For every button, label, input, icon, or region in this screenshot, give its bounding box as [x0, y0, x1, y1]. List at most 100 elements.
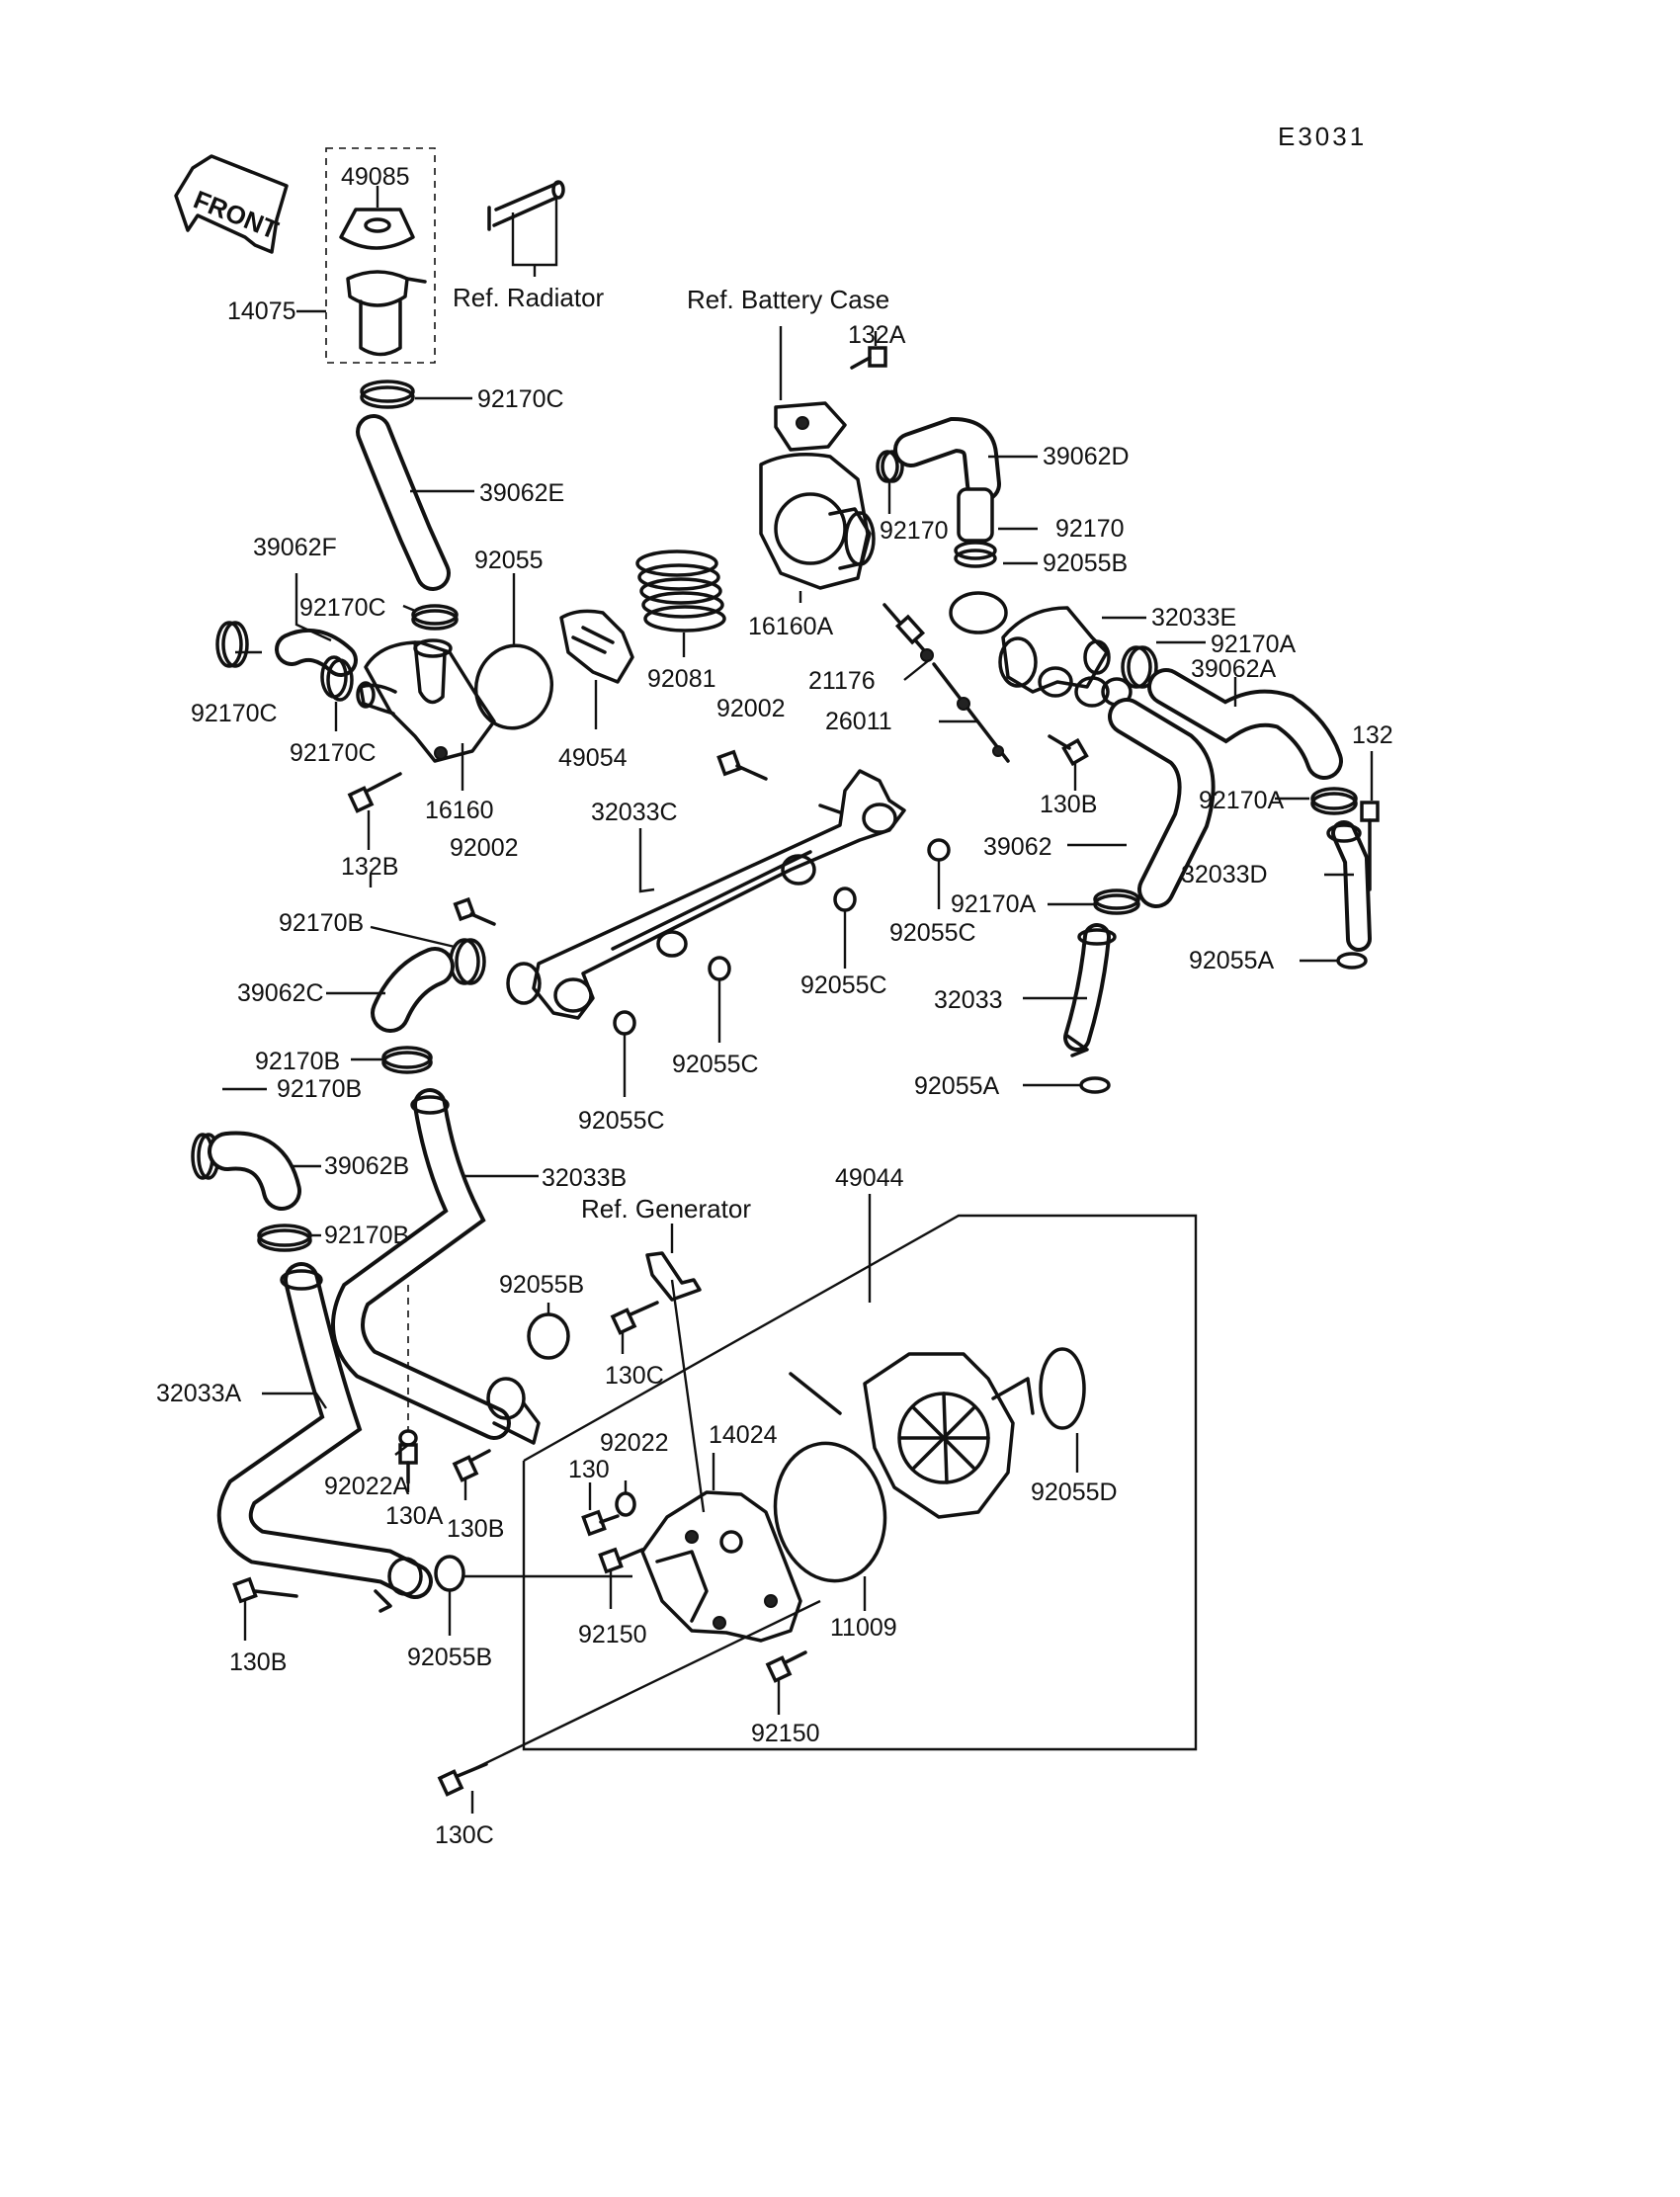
bolt-92002-mid	[453, 896, 496, 926]
hose-39062	[1108, 698, 1216, 908]
label-92170a-top: 92170A	[1211, 631, 1297, 658]
pump-body-14024	[640, 1490, 802, 1643]
label-32033c: 32033C	[591, 799, 678, 826]
bolt-132a	[850, 346, 887, 370]
label-92002-mid: 92002	[450, 834, 519, 862]
thermostat-housing-16160	[356, 638, 496, 763]
label-92055: 92055	[474, 547, 544, 574]
label-ref-battery-case: Ref. Battery Case	[687, 285, 889, 314]
cap-group	[325, 147, 436, 364]
clamp-92170a-top	[1121, 645, 1158, 689]
radiator-ref-pipe	[487, 180, 565, 277]
hose-39062c	[371, 947, 455, 1033]
bolt-130b-mid	[452, 1449, 491, 1482]
label-ref-generator: Ref. Generator	[581, 1194, 751, 1224]
label-132: 132	[1352, 721, 1393, 749]
pipe-32033b	[331, 1088, 541, 1445]
label-130a: 130A	[385, 1502, 444, 1530]
label-92170b-top: 92170B	[279, 909, 364, 937]
label-92170a-right: 92170A	[1199, 787, 1285, 814]
pipe-32033a	[216, 1262, 433, 1613]
hose-39062e	[356, 414, 451, 591]
label-92055b-top: 92055B	[1043, 549, 1128, 577]
label-92081: 92081	[647, 665, 716, 693]
label-32033a: 32033A	[156, 1380, 242, 1407]
bolt-130b-top	[1048, 734, 1089, 767]
bolt-130c-top	[610, 1301, 659, 1335]
label-92170c-top: 92170C	[477, 385, 564, 413]
bolt-132b	[347, 772, 402, 813]
fitting-32033e	[998, 606, 1111, 694]
label-39062d: 39062D	[1043, 443, 1130, 470]
label-92022a: 92022A	[324, 1473, 410, 1500]
label-39062a: 39062A	[1191, 655, 1277, 683]
wire-26011	[932, 662, 1010, 763]
pipe-32033	[1063, 923, 1117, 1057]
clamp-92170c-top	[360, 380, 415, 409]
label-92055c-4: 92055C	[578, 1107, 665, 1135]
hose-39062b	[208, 1131, 301, 1211]
clamp-92170a-right	[1310, 787, 1358, 815]
clamps-under-32033e	[1038, 666, 1133, 708]
label-32033b: 32033B	[542, 1164, 627, 1192]
label-92055a-low: 92055A	[914, 1072, 1000, 1100]
label-39062c: 39062C	[237, 979, 324, 1007]
label-130c-bot: 130C	[435, 1821, 494, 1849]
clamp-92170b-mid	[381, 1046, 433, 1074]
label-130b-low: 130B	[229, 1648, 287, 1676]
label-39062e: 39062E	[479, 479, 564, 507]
label-92170-b: 92170	[1055, 515, 1125, 543]
label-26011: 26011	[825, 708, 892, 735]
part-labels: E3031 49085 14075 Ref. Radiator Ref. Bat…	[156, 122, 1393, 1849]
label-16160: 16160	[425, 797, 494, 824]
housing-16160a	[759, 453, 876, 590]
label-92170b-low: 92170B	[277, 1075, 362, 1103]
label-39062b: 39062B	[324, 1152, 409, 1180]
label-92055c-3: 92055C	[672, 1051, 759, 1078]
label-92170a-mid: 92170A	[951, 890, 1037, 918]
o-ring-92055b-low	[434, 1555, 465, 1592]
o-ring-92055d	[1039, 1347, 1086, 1430]
label-92170c-mid: 92170C	[299, 594, 386, 622]
label-14075: 14075	[227, 297, 296, 325]
o-ring-92055b-top	[949, 591, 1008, 634]
label-92055c-2: 92055C	[800, 972, 887, 999]
clamp-92170c-left	[215, 621, 249, 668]
label-130b-mid: 130B	[447, 1515, 504, 1543]
clamp-92170a-mid	[1093, 888, 1140, 915]
label-39062: 39062	[983, 833, 1052, 861]
label-130b-top: 130B	[1040, 791, 1097, 818]
front-label: FRONT	[190, 185, 283, 245]
label-21176: 21176	[808, 667, 876, 695]
label-92150-a: 92150	[578, 1621, 647, 1648]
pipe-32033c	[506, 769, 906, 1020]
clamp-92170b-bot	[257, 1224, 312, 1252]
label-92055d: 92055D	[1031, 1479, 1118, 1506]
bolt-132	[1360, 801, 1380, 891]
label-92170c-low: 92170C	[290, 739, 377, 767]
label-49085: 49085	[341, 163, 410, 191]
bolt-130	[581, 1509, 620, 1537]
label-16160a: 16160A	[748, 613, 834, 640]
hose-short-92170	[954, 487, 997, 568]
bracket-generator	[645, 1251, 706, 1513]
label-92170c-left: 92170C	[191, 700, 278, 727]
label-32033d: 32033D	[1181, 861, 1268, 888]
o-ring-92055a-right	[1336, 952, 1368, 970]
bracket-battery-case	[774, 401, 847, 452]
label-32033: 32033	[934, 986, 1003, 1014]
gasket-92055	[473, 643, 554, 730]
bolt-130b-low	[232, 1576, 298, 1604]
label-49054: 49054	[558, 744, 628, 772]
impeller-housing	[789, 1352, 1035, 1519]
leader-lines	[222, 186, 1374, 1814]
label-92022: 92022	[600, 1429, 669, 1457]
label-130c-top: 130C	[605, 1362, 664, 1390]
sensor-21176	[882, 603, 934, 662]
label-39062f: 39062F	[253, 534, 337, 561]
label-92170-a: 92170	[880, 517, 949, 545]
label-14024: 14024	[709, 1421, 778, 1449]
label-11009: 11009	[830, 1614, 897, 1642]
label-92055c-1: 92055C	[889, 919, 976, 947]
